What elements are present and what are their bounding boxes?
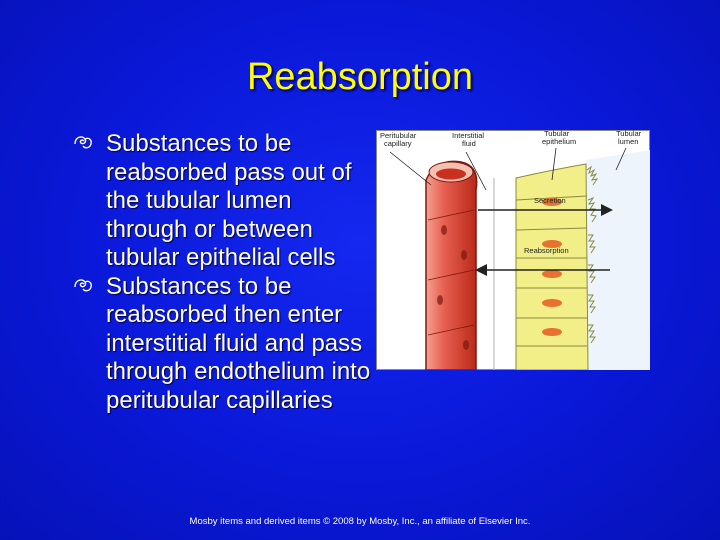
bullet-text: Substances to be reabsorbed then enter i…	[106, 272, 371, 414]
label-secretion: Secretion	[534, 196, 566, 205]
bullet-list: Substances to be reabsorbed pass out of …	[72, 130, 372, 415]
bullet-text: Substances to be reabsorbed pass out of …	[106, 130, 352, 271]
leader-line	[465, 151, 487, 191]
label-tubular-lumen-1: Tubular	[616, 130, 642, 138]
label-tubular-epithelium-1: Tubular	[544, 130, 570, 138]
tubular-epithelium	[515, 163, 599, 371]
label-tubular-epithelium-2: epithelium	[542, 137, 576, 146]
bullet-swirl-icon	[74, 136, 92, 149]
bullet-swirl-icon	[74, 278, 92, 291]
reabsorption-diagram: Peritubular capillary Interstitial fluid…	[376, 129, 650, 371]
bullet-item: Substances to be reabsorbed then enter i…	[72, 273, 372, 416]
label-peritubular-capillary-1: Peritubular	[380, 131, 417, 140]
slide-title: Reabsorption	[246, 56, 474, 98]
label-tubular-lumen-2: lumen	[618, 137, 638, 146]
peritubular-capillary	[425, 160, 478, 371]
label-reabsorption: Reabsorption	[524, 246, 569, 255]
label-interstitial-fluid-2: fluid	[462, 139, 476, 148]
leader-line	[615, 147, 627, 171]
label-peritubular-capillary-2: capillary	[384, 139, 412, 148]
diagram-illustration: Peritubular capillary Interstitial fluid…	[376, 129, 650, 371]
label-interstitial-fluid-1: Interstitial	[452, 131, 484, 140]
bullet-item: Substances to be reabsorbed pass out of …	[72, 130, 372, 273]
copyright-footer: Mosby items and derived items © 2008 by …	[189, 516, 531, 527]
leader-line	[389, 151, 432, 186]
leader-line	[551, 147, 557, 181]
